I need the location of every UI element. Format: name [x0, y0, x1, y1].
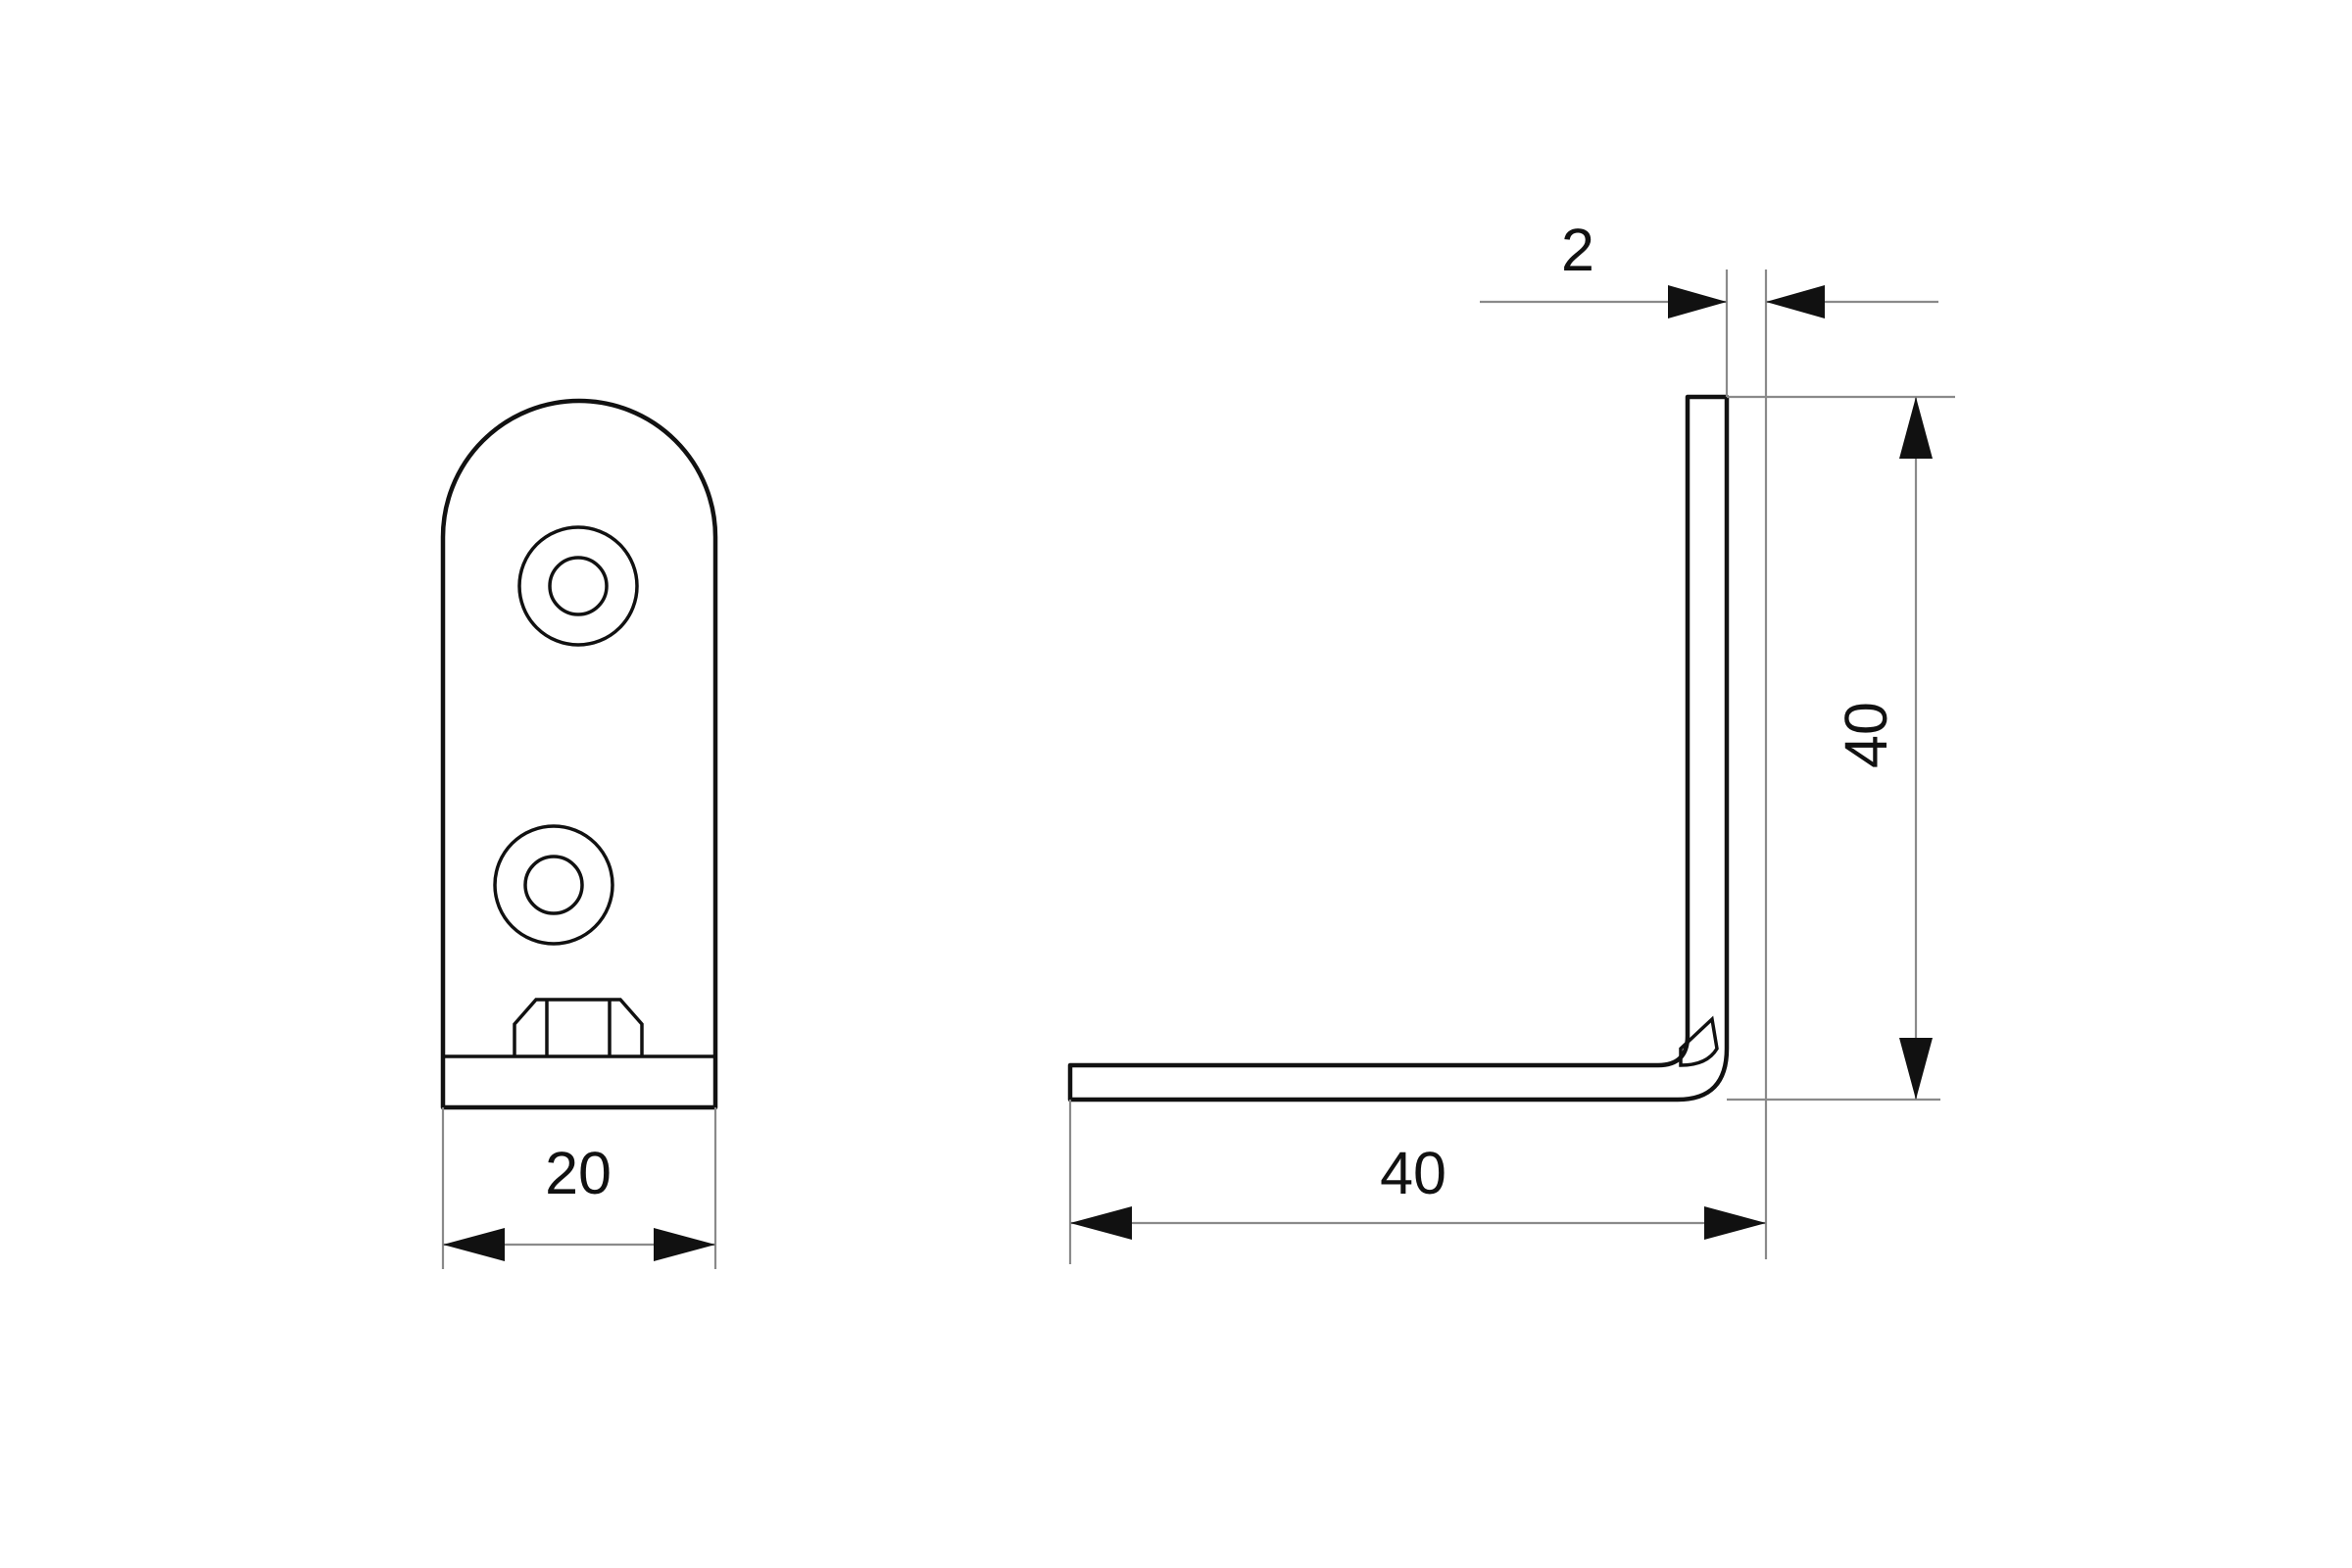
side-vertical-dimension: 40: [1727, 395, 1955, 1102]
front-width-dimension: 20: [441, 1107, 717, 1269]
horizontal-arrow-left: [1070, 1206, 1132, 1240]
front-width-label: 20: [545, 1140, 612, 1206]
vertical-arrow-top: [1899, 397, 1933, 459]
lower-hole-outer-ring: [493, 824, 614, 946]
thickness-arrow-left: [1668, 285, 1727, 318]
vertical-arrow-bottom: [1899, 1038, 1933, 1100]
side-horizontal-dimension: 40: [1068, 1100, 1766, 1264]
upper-hole-outer-ring: [517, 525, 639, 647]
stiffening-rib: [513, 998, 644, 1056]
upper-hole: [548, 556, 609, 616]
horizontal-arrow-right: [1704, 1206, 1766, 1240]
front-dim-arrow-right: [654, 1228, 715, 1261]
angle-profile-outline: [1067, 394, 1730, 1102]
side-vertical-label: 40: [1833, 702, 1899, 768]
bend-gusset: [1679, 1015, 1719, 1067]
lower-hole: [523, 855, 584, 915]
thickness-dimension: 2: [1480, 217, 1938, 1259]
side-view: [1067, 394, 1730, 1102]
thickness-label: 2: [1561, 217, 1594, 283]
front-view: [440, 398, 718, 1110]
side-horizontal-label: 40: [1380, 1140, 1446, 1206]
front-plate-outline: [440, 398, 718, 1110]
front-dim-arrow-left: [443, 1228, 505, 1261]
thickness-arrow-right: [1766, 285, 1825, 318]
